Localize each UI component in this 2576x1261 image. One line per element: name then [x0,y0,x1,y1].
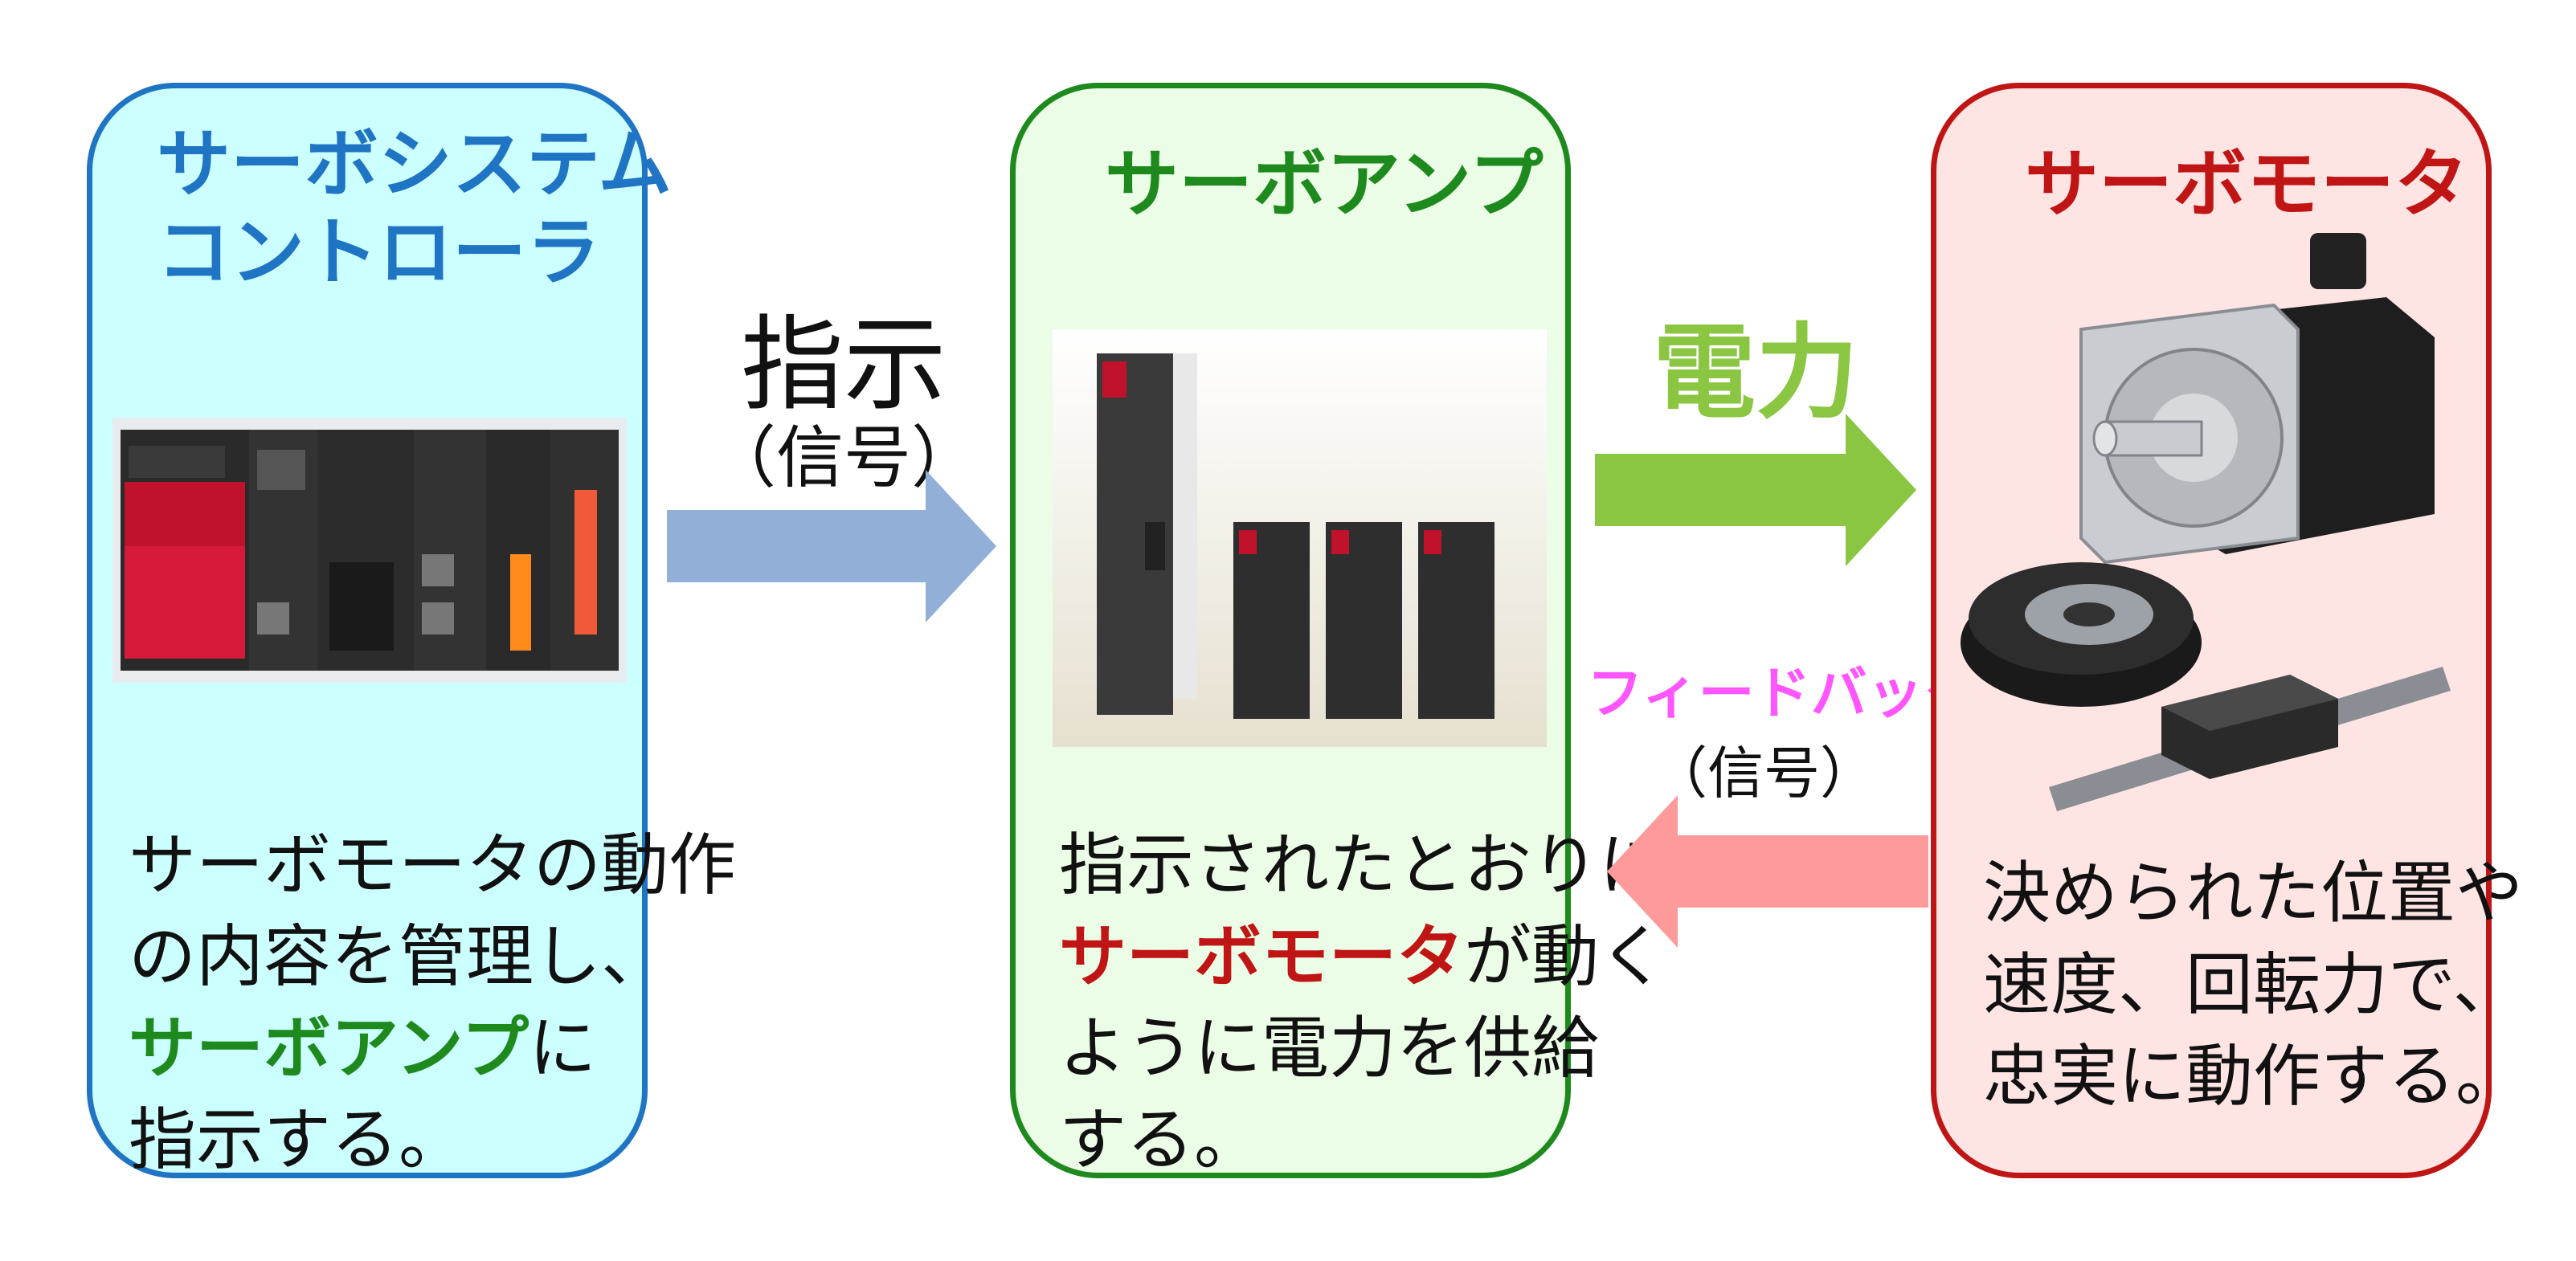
amp-description: 指示されたとおりにサーボモータが動くように電力を供給する。 [1059,819,1666,1186]
controller-desc-line1: サーボモータの動作 [129,826,737,904]
feedback-arrow [1607,795,1928,948]
motor-desc-line1: 決められた位置や [1983,854,2524,932]
amp-hardware-image [1053,329,1547,747]
controller-title: サーボシステムコントローラ [157,120,672,297]
controller-desc-amp-highlight: サーボアンプ [129,1009,530,1088]
amp-title: サーボアンプ [1105,141,1544,227]
power-arrow [1595,414,1916,566]
controller-title-line1: サーボシステム [157,121,673,207]
command-label: 指示 [740,305,947,425]
controller-description: サーボモータの動作の内容を管理し、サーボアンプに指示する。 [129,819,736,1186]
motor-description: 決められた位置や速度、回転力で、忠実に動作する。 [1983,847,2523,1122]
amp-desc-motor-highlight: サーボモータ [1059,917,1465,996]
motor-hardware-image [1961,233,2451,811]
motor-title: サーボモータ [2025,141,2469,227]
amp-desc-line2-rest: が動く [1464,917,1667,996]
controller-desc-line4: 指示する。 [129,1100,467,1179]
feedback-sublabel: （信号） [1651,741,1876,806]
amp-desc-line4: する。 [1059,1100,1262,1179]
motor-desc-line3: 忠実に動作する。 [1983,1037,2524,1116]
command-arrow [667,470,996,622]
controller-title-line2: コントローラ [157,210,601,296]
controller-hardware-image [112,418,627,683]
controller-desc-line3-rest: に [529,1009,597,1088]
power-label: 電力 [1652,313,1858,433]
amp-desc-line1: 指示されたとおりに [1059,826,1667,904]
feedback-label: フィードバック [1587,660,1980,726]
controller-desc-line2: の内容を管理し、 [129,917,669,996]
amp-desc-line3: ように電力を供給 [1059,1009,1600,1088]
motor-desc-line2: 速度、回転力で、 [1983,945,2521,1024]
